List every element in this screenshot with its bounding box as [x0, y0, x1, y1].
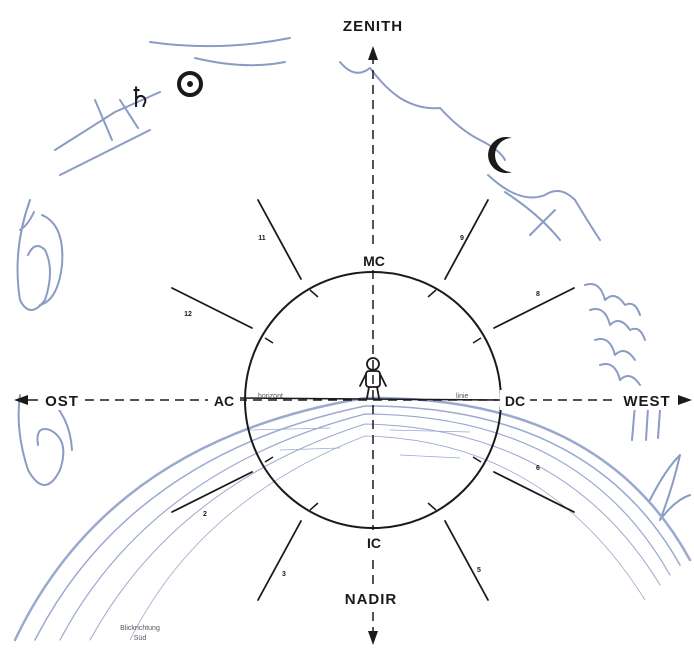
earth-hatch	[250, 428, 470, 458]
cusp-8-ray	[494, 288, 574, 328]
house-2-number: 2	[203, 511, 207, 518]
aquarius-right-2	[590, 309, 645, 340]
tick-ne-2	[473, 338, 481, 343]
tick-se-1	[428, 503, 436, 510]
nadir-arrowhead	[368, 631, 378, 645]
tick-sw-2	[310, 503, 318, 510]
cusp-9-ray	[445, 200, 488, 279]
house-8-number: 8	[536, 291, 540, 298]
sun-icon	[179, 73, 201, 95]
aquarius-right-4	[600, 364, 640, 385]
aquarius-wave-1	[488, 175, 600, 240]
crescent-moon-icon	[488, 137, 512, 173]
horizon-label-left: horizont	[258, 393, 283, 400]
saturn-icon: ♄	[127, 81, 152, 114]
ac-label: AC	[214, 393, 234, 409]
house-9-number: 9	[460, 235, 464, 242]
footnote-line-1: Blickrichtung	[120, 625, 160, 632]
nadir-label: NADIR	[345, 591, 398, 608]
figure-leg-left	[367, 387, 369, 398]
aquarius-right-3	[595, 339, 635, 360]
house-12-number: 12	[184, 311, 192, 318]
house-3-number: 3	[282, 571, 286, 578]
zodiac-sketches	[18, 38, 690, 520]
east-label: OST	[45, 393, 79, 410]
capricorn-arc-2	[195, 58, 285, 65]
house-6-number: 6	[536, 465, 540, 472]
leo-sketch-2	[40, 215, 62, 305]
house-5-number: 5	[477, 567, 481, 574]
sagittarius-line-3	[95, 100, 112, 140]
west-arrowhead	[678, 395, 692, 405]
capricorn-arc-1	[150, 38, 290, 46]
cusp-5-ray	[445, 521, 488, 600]
sun-dot	[187, 81, 193, 87]
house-11-number: 11	[258, 235, 266, 242]
figure-leg-right	[377, 387, 379, 398]
cusp-3-ray	[258, 521, 301, 600]
aquarius-right-1	[585, 284, 640, 315]
mc-label: MC	[363, 253, 385, 269]
leo-sketch-3	[20, 212, 34, 230]
dc-label: DC	[505, 393, 525, 409]
west-label: WEST	[623, 393, 670, 410]
horizon-label-right: linie	[456, 393, 469, 400]
east-arrowhead	[14, 395, 28, 405]
cusp-6-ray	[494, 472, 574, 512]
sagittarius-line-2	[60, 130, 150, 175]
tick-ne-1	[428, 290, 436, 297]
cusp-12-ray	[172, 288, 252, 328]
zenith-label: ZENITH	[343, 18, 403, 35]
ic-label: IC	[367, 535, 381, 551]
tick-sw-1	[265, 457, 273, 462]
tick-nw-1	[310, 290, 318, 297]
axes	[85, 55, 615, 640]
footnote-line-2: Süd	[134, 635, 147, 642]
tick-nw-2	[265, 338, 273, 343]
pisces-wave	[340, 62, 505, 160]
zenith-arrowhead	[368, 46, 378, 60]
aquarius-right-5	[632, 405, 660, 440]
